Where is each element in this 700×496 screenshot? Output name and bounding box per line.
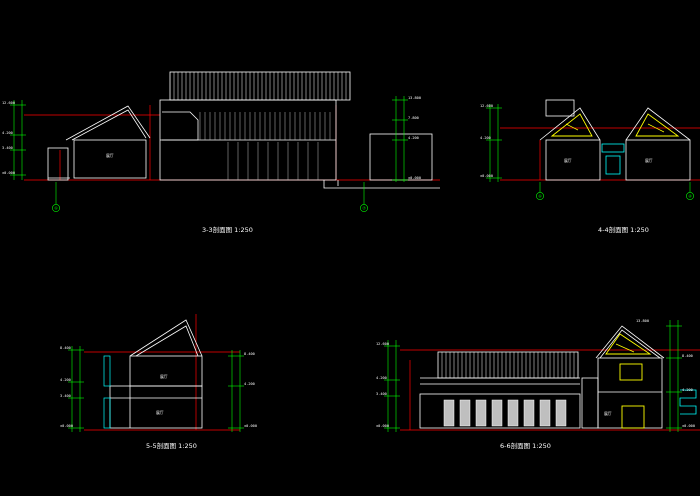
dimension-chain-right-s55	[228, 350, 244, 432]
section-6-6: 12.600 4.200 3.400 ±0.000	[376, 319, 700, 450]
section-caption-4-4: 4-4剖面图 1:250	[598, 225, 649, 234]
level-marks-left-s33: 12.600 4.200 3.400 ±0.000	[2, 101, 15, 175]
svg-text:4.200: 4.200	[244, 382, 255, 386]
room-label-s55-2: 展厅	[156, 410, 164, 415]
svg-text:±0.000: ±0.000	[480, 174, 493, 178]
level-marks-right-s66: 13.800 8.400 4.200 ±0.000	[636, 319, 695, 428]
roof-louvers-s33	[173, 72, 347, 100]
door-lower-s66	[621, 405, 645, 429]
svg-text:4.200: 4.200	[376, 376, 387, 380]
facade-louvers-s33	[199, 112, 331, 180]
gable-left-s44	[539, 99, 601, 181]
dimension-chain-left-s44	[486, 104, 502, 182]
svg-text:±0.000: ±0.000	[682, 424, 695, 428]
level-marks-right-s33: 13.800 7.800 4.200 ±0.000	[408, 96, 421, 180]
outline-s55	[84, 314, 240, 431]
section-caption-6-6: 6-6剖面图 1:250	[500, 441, 551, 450]
roof-glazing-diagonal-left-s44	[565, 123, 579, 131]
svg-text:8.400: 8.400	[244, 352, 255, 356]
pavilion-louvers-s66	[441, 352, 575, 378]
dimension-chain-left-s33	[10, 100, 26, 180]
svg-text:4.200: 4.200	[60, 378, 71, 382]
dimension-chain-right-s33	[392, 96, 408, 182]
svg-text:4.200: 4.200	[480, 136, 491, 140]
window-upper-s66	[619, 363, 643, 381]
svg-text:8.400: 8.400	[60, 346, 71, 350]
roof-glazing-diagonal-s66	[615, 343, 635, 353]
roof-glazing-s66	[605, 333, 652, 355]
dimension-chain-left-s55	[68, 346, 84, 432]
svg-text:13.800: 13.800	[636, 319, 649, 323]
dimension-chain-left-s66	[384, 340, 400, 432]
roof-glazing-diagonal-right-s44	[647, 123, 665, 133]
svg-text:±0.000: ±0.000	[2, 171, 15, 175]
axis-label-s33-1: ①	[54, 206, 58, 211]
section-5-5: 8.400 4.200 3.400 ±0.000 展厅 展厅	[60, 314, 257, 450]
svg-text:3.400: 3.400	[60, 394, 71, 398]
room-label-s33-1: 展厅	[106, 153, 114, 158]
dimension-chain-right-s66	[666, 320, 682, 432]
svg-text:7.800: 7.800	[408, 116, 419, 120]
grid-axis-lines-s33	[52, 182, 368, 212]
room-label-s44-2: 展厅	[645, 158, 653, 163]
svg-text:4.200: 4.200	[2, 131, 13, 135]
room-label-s44-1: 展厅	[564, 158, 572, 163]
svg-text:±0.000: ±0.000	[244, 424, 257, 428]
level-marks-left-s44: 12.600 4.200 ±0.000	[480, 104, 493, 178]
svg-text:±0.000: ±0.000	[408, 176, 421, 180]
svg-text:8.400: 8.400	[682, 354, 693, 358]
svg-text:4.200: 4.200	[682, 388, 693, 392]
section-caption-3-3: 3-3剖面图 1:250	[202, 225, 253, 234]
grid-axis-lines-s44	[536, 182, 694, 200]
outline-s66	[400, 349, 700, 431]
curved-facade-s33	[162, 111, 199, 141]
gable-volume-s33	[47, 105, 151, 181]
gable-right-s44	[625, 107, 691, 181]
stair-s66	[679, 389, 697, 415]
axis-label-s44-2: ②	[688, 194, 692, 199]
svg-text:12.600: 12.600	[480, 104, 493, 108]
roof-glazing-left-s44	[550, 113, 593, 137]
room-label-s55-1: 展厅	[160, 374, 168, 379]
section-4-4: 12.600 4.200 ±0.000 展厅 展厅	[480, 99, 700, 234]
roof-glazing-right-s44	[635, 113, 680, 137]
axis-label-s33-2: ⑦	[362, 206, 366, 211]
level-marks-left-s66: 12.600 4.200 3.400 ±0.000	[376, 342, 389, 428]
svg-text:3.400: 3.400	[2, 146, 13, 150]
louvered-pavilion-s66	[419, 351, 581, 429]
level-marks-right-s55: 8.400 4.200 ±0.000	[244, 352, 257, 428]
svg-text:±0.000: ±0.000	[376, 424, 389, 428]
windows-s55	[103, 355, 111, 429]
axis-label-s44-1: ①	[538, 194, 542, 199]
svg-text:13.800: 13.800	[408, 96, 421, 100]
svg-text:4.200: 4.200	[408, 136, 419, 140]
room-label-s66-1: 展厅	[604, 411, 612, 416]
link-bridge-s44	[601, 143, 625, 175]
svg-text:±0.000: ±0.000	[60, 424, 73, 428]
section-3-3: 12.600 4.200 3.400 ±0.000 展厅	[2, 71, 440, 234]
level-marks-left-s55: 8.400 4.200 3.400 ±0.000	[60, 346, 73, 428]
svg-text:3.400: 3.400	[376, 392, 387, 396]
svg-text:12.600: 12.600	[376, 342, 389, 346]
section-caption-5-5: 5-5剖面图 1:250	[146, 441, 197, 450]
arcade-openings-s66	[443, 399, 567, 427]
svg-text:12.600: 12.600	[2, 101, 15, 105]
